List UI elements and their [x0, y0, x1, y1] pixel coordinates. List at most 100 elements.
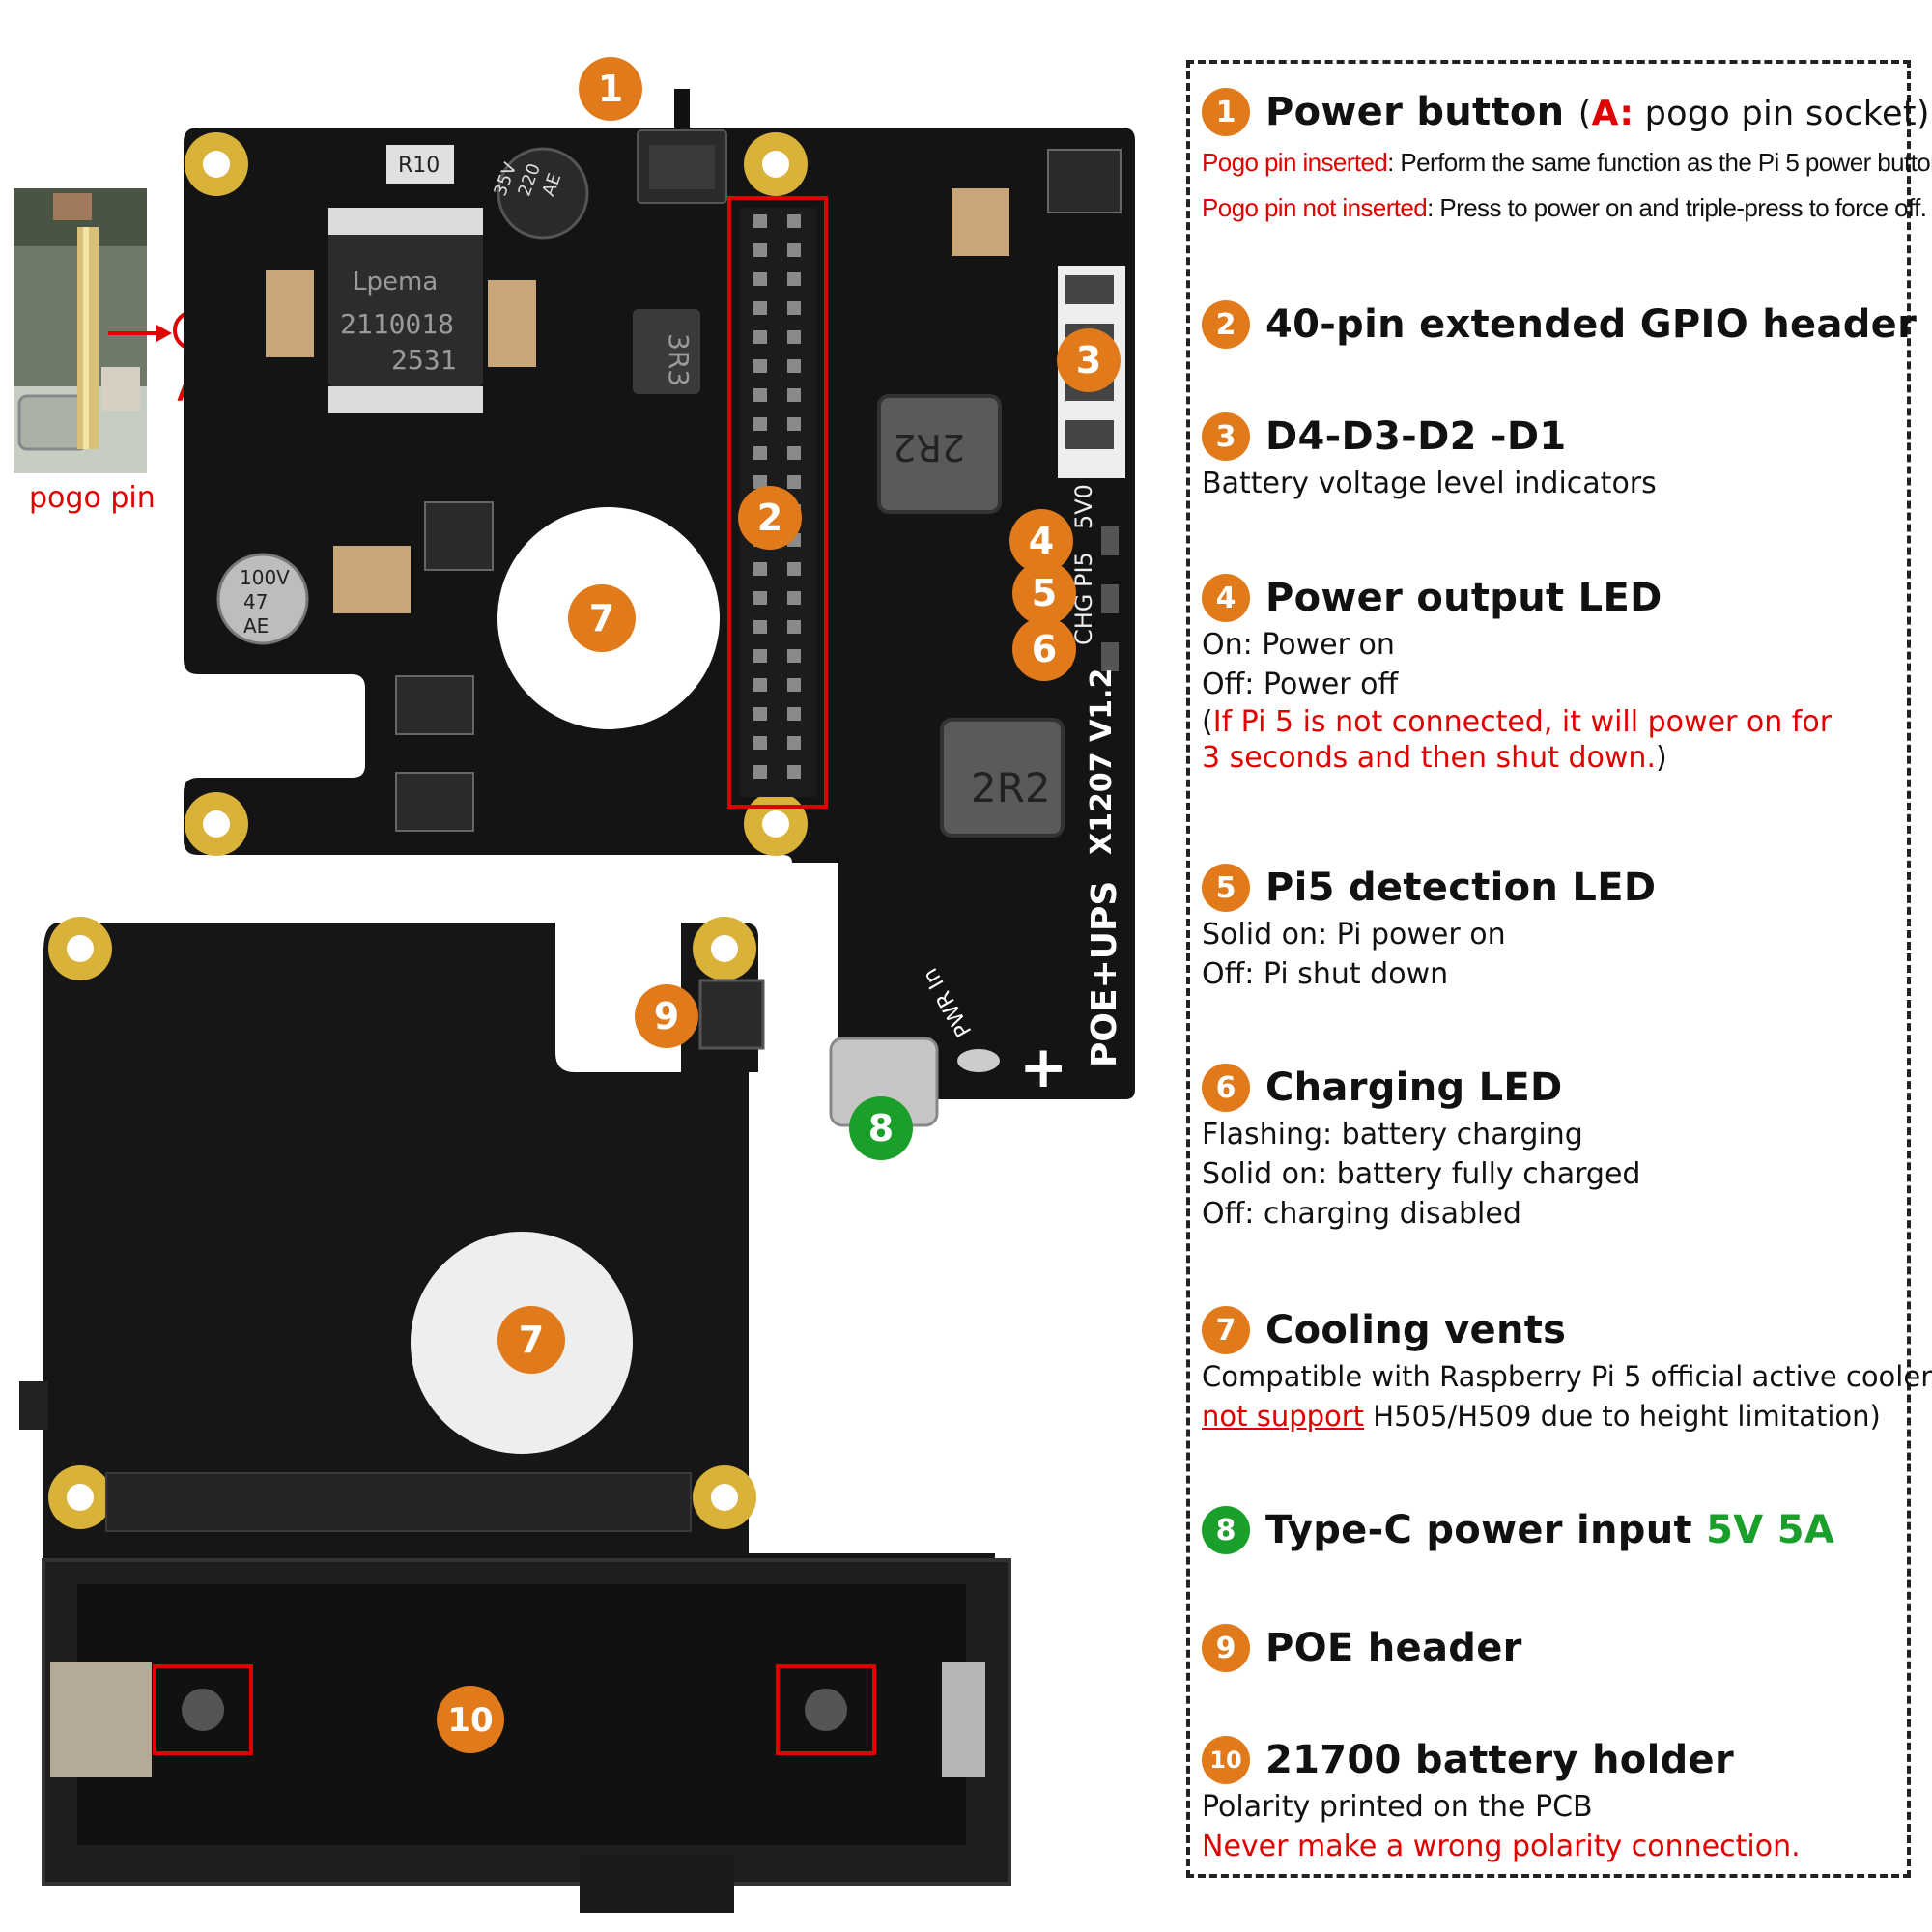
arrow-head-icon — [156, 325, 172, 342]
gpio-pin — [753, 591, 767, 605]
mount-hole-br — [744, 792, 808, 856]
gpio-pin — [753, 678, 767, 692]
svg-text:2110018: 2110018 — [340, 308, 454, 340]
gpio-pin — [787, 736, 801, 750]
gpio-pin — [787, 591, 801, 605]
model-label: X1207 V1.2 — [1085, 668, 1119, 855]
gpio-pin — [753, 359, 767, 373]
legend-panel: 1 Power button (A: pogo pin socket) Pogo… — [1186, 60, 1932, 1878]
inductor-2r2-a: 2R2 — [877, 394, 1002, 514]
board-illustrations: pogo pin A Lpema 2110018 2531 3R3 — [14, 57, 1135, 1913]
legend-number-10: 10 — [1202, 1736, 1250, 1784]
pogo-pin-photo — [14, 188, 147, 473]
gpio-pin — [787, 301, 801, 315]
svg-text:5: 5 — [1032, 572, 1057, 614]
inductor-3r3: 3R3 — [633, 309, 700, 394]
gpio-pin — [753, 620, 767, 634]
callout-7-bottom: 7 — [497, 1306, 565, 1374]
legend-title-7: Cooling vents — [1265, 1308, 1567, 1352]
legend-item-battery-holder: 10 21700 battery holder Polarity printed… — [1202, 1733, 1897, 1866]
battery-holder — [42, 1558, 1011, 1913]
gpio-pin — [787, 707, 801, 721]
svg-text:1: 1 — [598, 68, 623, 110]
legend-title-2: 40-pin extended GPIO header — [1265, 302, 1918, 347]
legend-desc-4a: On: Power on — [1202, 628, 1395, 662]
legend-desc-1b: Pogo pin not inserted: Press to power on… — [1202, 193, 1927, 222]
legend-number-6: 6 — [1202, 1064, 1250, 1112]
mount-hole-bot-tr — [693, 917, 756, 980]
legend-title-3: D4-D3-D2 -D1 — [1265, 414, 1567, 459]
legend-title-4: Power output LED — [1265, 576, 1662, 620]
gpio-pin — [753, 649, 767, 663]
gpio-pin — [787, 649, 801, 663]
legend-number-4: 4 — [1202, 574, 1250, 622]
legend-item-power-button: 1 Power button (A: pogo pin socket) Pogo… — [1202, 85, 1932, 228]
legend-warning-10: Never make a wrong polarity connection. — [1202, 1830, 1801, 1863]
gpio-pin — [753, 272, 767, 286]
svg-text:Lpema: Lpema — [353, 268, 438, 297]
gpio-pin — [753, 736, 767, 750]
svg-text:AE: AE — [243, 614, 269, 638]
mount-hole-bot-br — [693, 1465, 756, 1529]
svg-text:3: 3 — [1076, 339, 1101, 382]
gpio-pin — [753, 707, 767, 721]
legend-item-gpio-header: 2 40-pin extended GPIO header — [1202, 298, 1917, 352]
mount-hole-bot-bl — [48, 1465, 112, 1529]
mount-hole-tr — [744, 132, 808, 196]
gpio-pin — [787, 359, 801, 373]
legend-number-3: 3 — [1202, 412, 1250, 461]
svg-text:2R2: 2R2 — [893, 426, 965, 469]
callout-6: 6 — [1012, 617, 1076, 681]
svg-text:2: 2 — [757, 497, 782, 539]
gpio-pin — [753, 243, 767, 257]
legend-desc-4b: Off: Power off — [1202, 668, 1399, 701]
gpio-pin — [753, 765, 767, 779]
legend-title-9: POE header — [1265, 1626, 1522, 1670]
svg-text:R10: R10 — [398, 154, 440, 178]
legend-title-6: Charging LED — [1265, 1065, 1563, 1110]
svg-text:47: 47 — [243, 590, 268, 613]
gpio-pin — [787, 678, 801, 692]
gpio-pin — [787, 475, 801, 489]
mount-hole-tl — [185, 132, 248, 196]
legend-desc-5a: Solid on: Pi power on — [1202, 918, 1506, 952]
gpio-pin — [753, 214, 767, 228]
gpio-pin — [787, 272, 801, 286]
legend-item-battery-leds: 3 D4-D3-D2 -D1 Battery voltage level ind… — [1202, 410, 1897, 503]
legend-number-9: 9 — [1202, 1624, 1250, 1672]
svg-text:7: 7 — [519, 1319, 544, 1361]
legend-title-5: Pi5 detection LED — [1265, 866, 1657, 910]
gpio-pin — [753, 562, 767, 576]
legend-number-5: 5 — [1202, 864, 1250, 912]
legend-item-pi5-detection-led: 5 Pi5 detection LED Solid on: Pi power o… — [1202, 861, 1897, 994]
gpio-pin — [787, 214, 801, 228]
legend-desc-6c: Off: charging disabled — [1202, 1197, 1521, 1231]
svg-text:100V: 100V — [240, 566, 290, 589]
gpio-pin — [787, 388, 801, 402]
pogo-pin-label: pogo pin — [29, 481, 156, 515]
callout-1: 1 — [579, 57, 642, 121]
svg-text:6: 6 — [1032, 628, 1057, 670]
legend-title-10: 21700 battery holder — [1265, 1738, 1734, 1782]
gpio-pin — [753, 388, 767, 402]
callout-2: 2 — [738, 486, 802, 550]
svg-text:10: 10 — [447, 1701, 493, 1740]
gpio-pin — [753, 417, 767, 431]
legend-desc-5b: Off: Pi shut down — [1202, 957, 1449, 991]
power-button-plunger — [674, 89, 690, 132]
gpio-pin — [787, 446, 801, 460]
mount-hole-bl — [185, 792, 248, 856]
gpio-pin — [787, 330, 801, 344]
legend-item-power-output-led: 4 Power output LED On: Power on Off: Pow… — [1202, 571, 1897, 776]
mount-hole-bot-tl — [48, 917, 112, 980]
callout-9: 9 — [635, 984, 698, 1048]
inductor-2r2-b: 2R2 — [940, 718, 1065, 838]
gpio-pin — [787, 243, 801, 257]
gpio-pin — [753, 475, 767, 489]
gpio-pin — [787, 765, 801, 779]
legend-item-cooling-vents: 7 Cooling vents Compatible with Raspberr… — [1202, 1303, 1932, 1436]
resistor-r10: R10 — [386, 145, 454, 184]
legend-desc-1a: Pogo pin inserted: Perform the same func… — [1202, 148, 1932, 177]
legend-note-4: (If Pi 5 is not connected, it will power… — [1202, 705, 1833, 739]
svg-text:7: 7 — [589, 597, 614, 639]
